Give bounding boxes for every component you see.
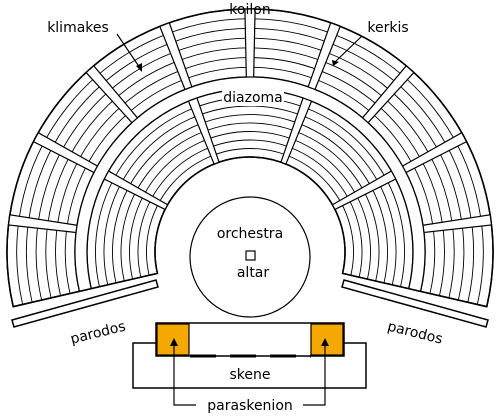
parodos-label-right: parodos: [386, 319, 444, 348]
paraskenion-arrowhead-left: [170, 338, 178, 346]
klimakes-label: klimakes: [47, 20, 109, 36]
koilon-label: koilon: [229, 2, 270, 18]
koilon-seating: [6, 8, 494, 308]
parodos-wall-right: [341, 279, 489, 328]
klimakes-arrowhead: [136, 63, 142, 72]
altar-label: altar: [237, 265, 270, 281]
parodos-label-left: parodos: [69, 319, 127, 348]
koilon-end-wall: [342, 272, 487, 308]
orchestra-label: orchestra: [217, 226, 283, 242]
diazoma-label: diazoma: [223, 90, 283, 106]
klimax-aisle-upper: [244, 8, 256, 78]
paraskenion-pointer-left: [173, 340, 196, 406]
seat-row-lower: [146, 148, 354, 276]
kerkis-pointer: [335, 35, 363, 62]
seat-row-lower: [120, 122, 380, 282]
koilon-end-wall: [13, 272, 158, 308]
seat-row-lower: [112, 114, 388, 284]
paraskenion-label: paraskenion: [207, 398, 293, 414]
parodos-wall-left: [11, 279, 159, 328]
seat-row-lower: [129, 131, 371, 280]
paraskenion-arrowhead-right: [321, 338, 329, 346]
klimakes-pointer: [116, 33, 141, 69]
kerkis-arrowhead: [332, 60, 339, 66]
altar-square: [245, 250, 256, 261]
seat-row-lower: [154, 156, 346, 274]
paraskenion-right: [310, 323, 344, 356]
kerkis-label: kerkis: [367, 20, 408, 36]
paraskenion-left: [156, 323, 190, 356]
seat-row-lower: [137, 139, 363, 278]
diazoma-label-bg: [222, 88, 284, 106]
seat-row-lower: [103, 105, 397, 285]
skene-label: skene: [229, 367, 270, 383]
paraskenion-pointer-right: [303, 340, 326, 406]
